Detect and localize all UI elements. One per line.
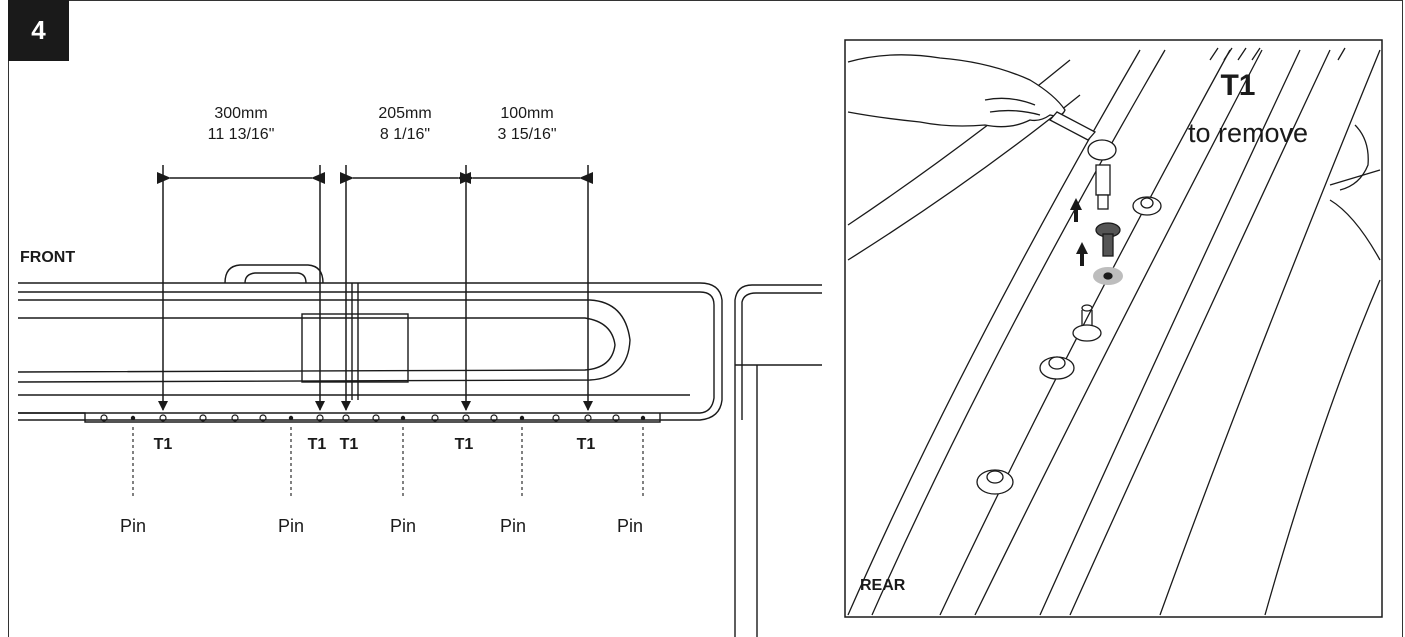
handle-inner: [244, 272, 307, 284]
rear-label: REAR: [860, 577, 906, 594]
dimension-group: [157, 165, 593, 411]
t1-label-2: T1: [308, 436, 327, 453]
front-label: FRONT: [20, 249, 75, 266]
right-frame-inner: [741, 292, 822, 420]
bolt-hole: [159, 414, 167, 422]
bolt-hole: [462, 414, 470, 422]
top-surface-curve: [17, 299, 631, 383]
t1-label-3: T1: [340, 436, 359, 453]
bolt-hole: [316, 414, 324, 422]
dimension-label-3-mm: 100mm: [500, 105, 553, 122]
treadmill-frame-drawing: [17, 264, 822, 637]
seam-lines: [351, 283, 359, 400]
frame-inner-outline: [18, 291, 715, 414]
pin-label-5: Pin: [617, 516, 643, 536]
tool-caption: to remove: [1188, 118, 1308, 148]
dimension-label-3-inch: 3 15/16": [497, 126, 556, 143]
figure-frame: [8, 0, 1403, 637]
bolt-hole: [612, 414, 620, 422]
pin-leaders: [132, 427, 644, 496]
dimension-label-2-mm: 205mm: [378, 105, 431, 122]
bottom-strip: [18, 412, 661, 423]
bolt-hole: [100, 414, 108, 422]
inner-surface-curve: [17, 317, 616, 373]
frame-outline: [18, 282, 723, 421]
pin-label-3: Pin: [390, 516, 416, 536]
bolt-hole-row: [100, 414, 646, 422]
dimension-label-1-mm: 300mm: [214, 105, 267, 122]
bolt-hole: [259, 414, 267, 422]
detail-drawing: [847, 47, 1381, 616]
right-frame-outer: [734, 284, 822, 420]
lift-arrows: [1070, 198, 1088, 266]
pin-label-4: Pin: [500, 516, 526, 536]
t1-label-4: T1: [455, 436, 474, 453]
bolt-hole: [552, 414, 560, 422]
t1-label-1: T1: [154, 436, 173, 453]
bolt-hole: [372, 414, 380, 422]
bolt-hole: [431, 414, 439, 422]
pin-label-2: Pin: [278, 516, 304, 536]
bolt-hole: [490, 414, 498, 422]
pin-label-1: Pin: [120, 516, 146, 536]
handle-outer: [224, 264, 324, 284]
dimension-label-1-inch: 11 13/16": [208, 126, 275, 143]
bolt-hole: [342, 414, 350, 422]
tool-label: T1: [1220, 69, 1255, 102]
bolt-hole: [199, 414, 207, 422]
dimension-label-2-inch: 8 1/16": [380, 126, 430, 143]
pin-hole: [400, 415, 406, 421]
bolt-hole: [231, 414, 239, 422]
center-bracket: [301, 313, 409, 383]
step-number-badge: 4: [8, 0, 69, 61]
bolt-hole: [584, 414, 592, 422]
pin-hole: [519, 415, 525, 421]
t1-label-5: T1: [577, 436, 596, 453]
pin-hole: [130, 415, 136, 421]
pin-hole: [640, 415, 646, 421]
pin-hole: [288, 415, 294, 421]
